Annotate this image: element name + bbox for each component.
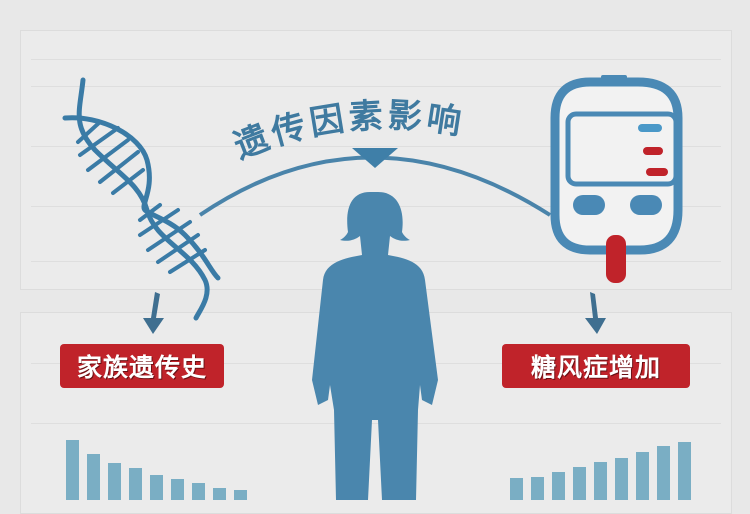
bar	[213, 488, 226, 500]
bar	[87, 454, 100, 500]
gout-increase-label: 糖风症增加	[502, 344, 690, 388]
dna-helix-icon	[62, 77, 221, 321]
bar	[657, 446, 670, 500]
bar	[129, 468, 142, 500]
bar	[234, 490, 247, 500]
arrow-down-left-icon	[143, 292, 164, 334]
bar	[531, 477, 544, 500]
title-label: 遗传因素影响	[229, 96, 464, 167]
svg-text:遗传因素影响: 遗传因素影响	[229, 96, 468, 167]
person-silhouette-icon	[312, 192, 438, 500]
illustration	[62, 75, 683, 500]
arrow-down-right-icon	[585, 292, 606, 334]
decreasing-bar-chart	[66, 440, 247, 500]
bar	[636, 452, 649, 500]
bar	[678, 442, 691, 500]
bar	[615, 458, 628, 500]
glucose-meter-icon	[550, 75, 683, 283]
increasing-bar-chart	[510, 442, 691, 500]
bar	[150, 475, 163, 500]
bar	[192, 483, 205, 500]
bar	[594, 462, 607, 500]
family-history-label: 家族遗传史	[60, 344, 224, 388]
bar	[108, 463, 121, 500]
bar	[573, 467, 586, 500]
arc-pointer-icon	[352, 148, 398, 168]
bar	[510, 478, 523, 500]
bar	[66, 440, 79, 500]
title-text: 遗传因素影响	[228, 90, 528, 167]
bar	[171, 479, 184, 500]
bar	[552, 472, 565, 500]
